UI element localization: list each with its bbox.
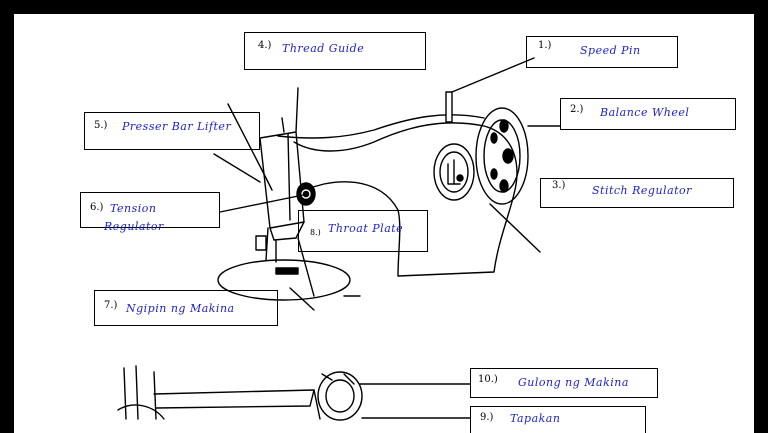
label-number: 2.) (570, 104, 584, 115)
label-box-throat-plate (298, 210, 428, 252)
stitch-regulator-dial (433, 143, 475, 201)
pointer-speed-pin (451, 57, 535, 93)
label-tension: Tension (110, 202, 157, 215)
pointer-tension (219, 193, 309, 213)
bottom-stand-drawing (123, 365, 157, 420)
label-number: 9.) (480, 412, 494, 423)
label-box-thread-guide (244, 32, 426, 70)
label-balance-wheel: Balance Wheel (600, 106, 690, 119)
label-box-tapakan (470, 406, 646, 433)
label-box-tension-regulator (80, 192, 220, 228)
presser-bar-lever (227, 103, 273, 191)
pointer-stitch-regulator (489, 203, 541, 253)
sewing-machine-drawing (117, 57, 561, 421)
machine-arm-outline (293, 122, 518, 277)
label-thread-guide: Thread Guide (282, 42, 365, 55)
worksheet-page: 1.) Speed Pin 2.) Balance Wheel 3.) Stit… (14, 14, 754, 433)
label-number: 6.) (90, 202, 104, 213)
label-box-balance-wheel (560, 98, 736, 130)
machine-arm-top (277, 114, 485, 139)
label-box-gulong (470, 368, 658, 398)
label-box-presser-bar-lifter (84, 112, 260, 150)
label-number: 7.) (104, 300, 118, 311)
spool-pin (445, 91, 453, 123)
balance-wheel (475, 107, 529, 205)
treadle-wheel (317, 371, 363, 421)
pointer-throat-plate (297, 237, 315, 297)
label-throat-plate: Throat Plate (328, 222, 404, 235)
label-tapakan: Tapakan (510, 412, 561, 425)
label-number: 3.) (552, 180, 566, 191)
label-ngipin-ng-makina: Ngipin ng Makina (126, 302, 235, 315)
label-number: 10.) (478, 374, 498, 385)
label-box-speed-pin (526, 36, 678, 68)
label-number: 8.) (310, 228, 321, 237)
label-box-stitch-regulator (540, 178, 734, 208)
label-stitch-regulator: Stitch Regulator (592, 184, 692, 197)
bed-plate (217, 259, 351, 301)
label-box-ngipin (94, 290, 278, 326)
label-number: 1.) (538, 40, 552, 51)
label-speed-pin: Speed Pin (580, 44, 641, 57)
label-presser-bar-lifter: Presser Bar Lifter (122, 120, 232, 133)
label-regulator: Regulator (104, 220, 164, 233)
label-number: 4.) (258, 40, 272, 51)
label-gulong-ng-makina: Gulong ng Makina (518, 376, 629, 389)
label-number: 5.) (94, 120, 108, 131)
